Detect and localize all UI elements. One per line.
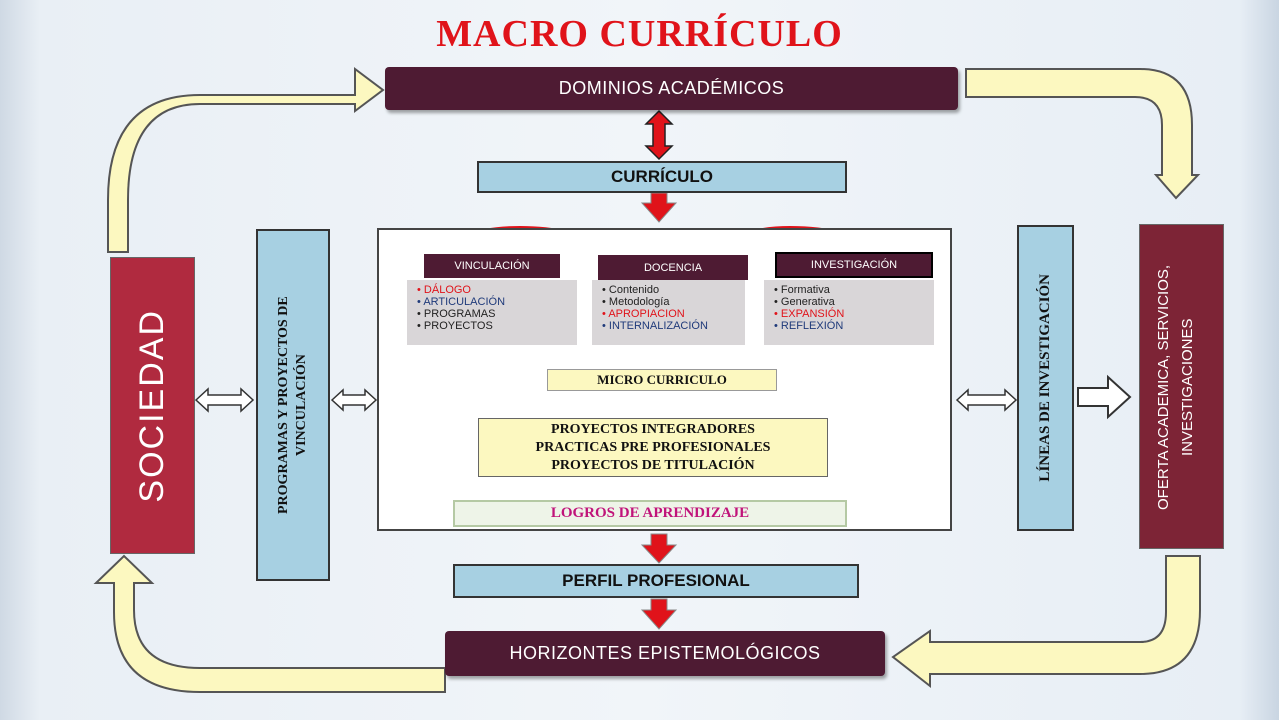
cycle-arrow-horizontes-to-sociedad	[93, 554, 446, 693]
double-arrow-dominios-curriculo	[644, 109, 674, 161]
node-logros-aprendizaje: LOGROS DE APRENDIZAJE	[453, 500, 847, 527]
list-investigacion: • Formativa • Generativa • EXPANSIÓN • R…	[764, 280, 934, 345]
list-item: • DÁLOGO	[417, 284, 471, 296]
list-item: • Metodología	[602, 296, 670, 308]
list-item: • INTERNALIZACIÓN	[602, 320, 708, 332]
cycle-arrow-sociedad-to-dominios	[107, 67, 385, 253]
tag-docencia: DOCENCIA	[598, 255, 748, 280]
node-micro-curriculo: MICRO CURRICULO	[547, 369, 777, 391]
proyectos-line-3: PROYECTOS DE TITULACIÓN	[551, 457, 755, 473]
programas-label: PROGRAMAS Y PROYECTOS DE VINCULACIÓN	[276, 296, 309, 514]
node-perfil-profesional: PERFIL PROFESIONAL	[453, 564, 859, 598]
node-lineas-investigacion: LÍNEAS DE INVESTIGACIÓN	[1017, 225, 1074, 531]
proyectos-line-2: PRACTICAS PRE PROFESIONALES	[535, 439, 771, 455]
node-curriculo: CURRÍCULO	[477, 161, 847, 193]
oferta-label: OFERTA ACADEMICA, SERVICIOS, INVESTIGACI…	[1154, 263, 1196, 510]
node-programas-vinculacion: PROGRAMAS Y PROYECTOS DE VINCULACIÓN	[256, 229, 330, 581]
lineas-label: LÍNEAS DE INVESTIGACIÓN	[1037, 274, 1053, 482]
node-oferta-academica: OFERTA ACADEMICA, SERVICIOS, INVESTIGACI…	[1139, 224, 1224, 549]
cycle-arrow-dominios-to-oferta	[965, 68, 1201, 200]
node-proyectos: PROYECTOS INTEGRADORES PRACTICAS PRE PRO…	[478, 418, 828, 477]
node-sociedad: SOCIEDAD	[110, 257, 195, 554]
tag-vinculacion: VINCULACIÓN	[424, 254, 560, 278]
node-dominios-academicos: DOMINIOS ACADÉMICOS	[385, 67, 958, 110]
arrow-lineas-to-oferta	[1077, 374, 1132, 420]
list-item: • REFLEXIÓN	[774, 320, 844, 332]
list-item: • EXPANSIÓN	[774, 308, 845, 320]
list-item: • Contenido	[602, 284, 660, 296]
list-item: • Generativa	[774, 296, 835, 308]
cycle-arrow-oferta-to-horizontes	[891, 555, 1201, 689]
side-double-arrows	[194, 387, 1018, 413]
proyectos-line-1: PROYECTOS INTEGRADORES	[551, 421, 755, 437]
node-horizontes-epistemologicos: HORIZONTES EPISTEMOLÓGICOS	[445, 631, 885, 676]
diagram-title: MACRO CURRÍCULO	[436, 13, 843, 55]
list-item: • PROGRAMAS	[417, 308, 496, 320]
list-item: • Formativa	[774, 284, 830, 296]
tag-investigacion: INVESTIGACIÓN	[775, 252, 933, 278]
sociedad-label: SOCIEDAD	[133, 308, 171, 503]
list-item: • PROYECTOS	[417, 320, 493, 332]
list-item: • ARTICULACIÓN	[417, 296, 506, 308]
list-docencia: • Contenido • Metodología • APROPIACION …	[592, 280, 745, 345]
list-item: • APROPIACION	[602, 308, 685, 320]
list-vinculacion: • DÁLOGO • ARTICULACIÓN • PROGRAMAS • PR…	[407, 280, 577, 345]
